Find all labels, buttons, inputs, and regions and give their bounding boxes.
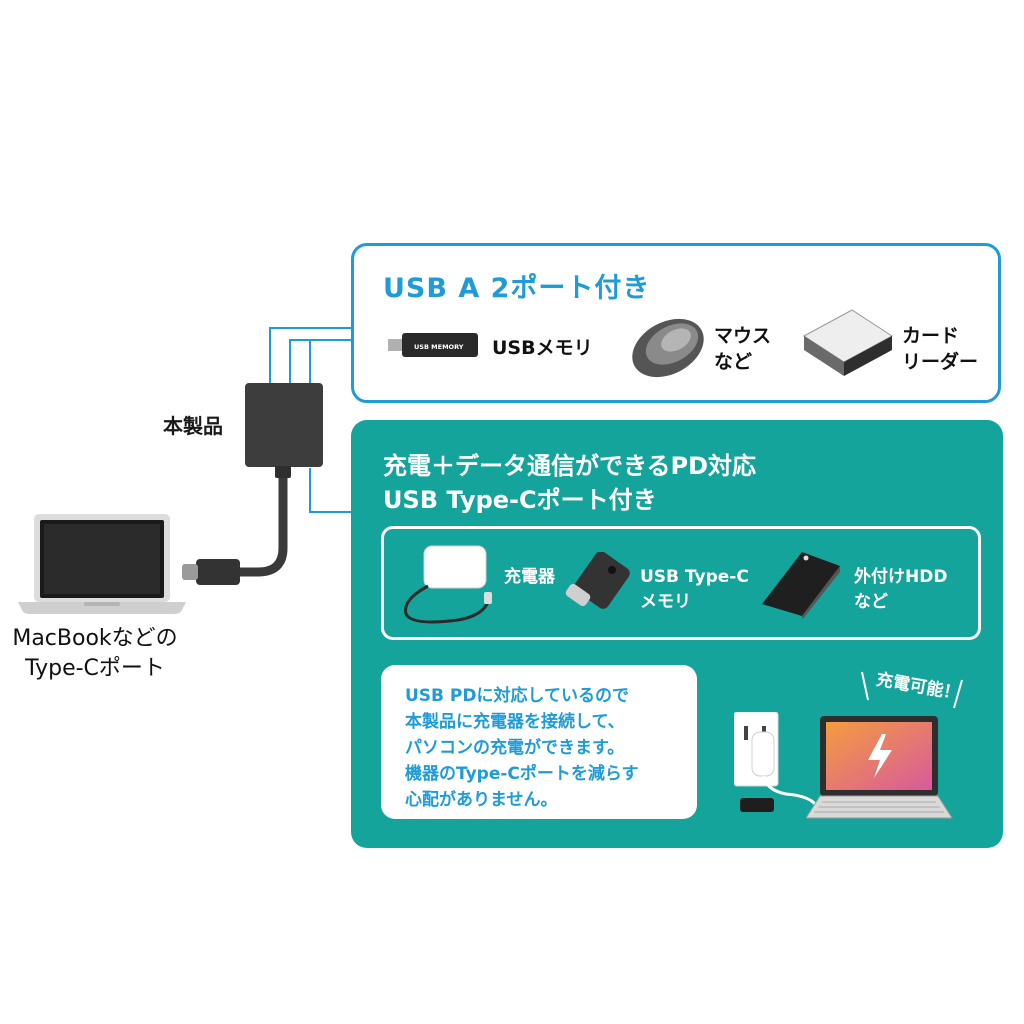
pd-title-line1: 充電＋データ通信ができるPD対応	[383, 452, 757, 480]
external-hdd-icon	[762, 552, 840, 618]
mouse-icon	[632, 318, 704, 378]
macbook-icon	[18, 514, 186, 614]
hub-device	[245, 383, 323, 467]
charger-label: 充電器	[504, 567, 555, 587]
note-line: 本製品に充電器を接続して、	[405, 712, 625, 732]
mouse-label-line1: マウス	[714, 325, 772, 347]
pd-devices-box	[381, 526, 981, 640]
type-c-plug	[196, 559, 240, 585]
card-reader-label-line2: リーダー	[902, 351, 979, 373]
mouse-label-line2: など	[714, 351, 753, 373]
type-c-memory-label-line2: メモリ	[640, 592, 691, 612]
charge-emphasis-lines	[861, 671, 963, 709]
usb-memory-label: USBメモリ	[492, 337, 593, 359]
note-line: USB PDに対応しているので	[405, 686, 629, 706]
card-reader-label-line1: カード	[902, 325, 960, 347]
note-line: 心配がありません。	[405, 790, 558, 810]
external-hdd-label-line1: 外付けHDD	[854, 567, 948, 587]
note-box: USB PDに対応しているので 本製品に充電器を接続して、 パソコンの充電ができ…	[381, 665, 697, 819]
charger-icon	[403, 545, 492, 624]
card-reader-icon	[803, 309, 893, 376]
mac-label-line2: Type-Cポート	[25, 656, 165, 681]
usb-a-title: USB A 2ポート付き	[383, 273, 651, 304]
charging-cable-icon	[740, 731, 820, 812]
pd-title-line2: USB Type-Cポート付き	[383, 486, 657, 514]
note-line: 機器のType-Cポートを減らす	[405, 764, 639, 784]
usb-memory-icon: USB MEMORY	[388, 333, 478, 357]
hub-cable-neck	[275, 466, 291, 478]
laptop-charging-icon	[806, 716, 953, 819]
lightning-icon	[868, 734, 892, 778]
mac-label-line1: MacBookなどの	[12, 626, 178, 651]
hub-label: 本製品	[163, 414, 223, 438]
type-c-memory-icon	[565, 552, 630, 609]
type-c-memory-label-line1: USB Type-C	[640, 567, 749, 587]
note-line: パソコンの充電ができます。	[405, 738, 625, 758]
svg-text:USB MEMORY: USB MEMORY	[414, 343, 464, 351]
external-hdd-label-line2: など	[854, 592, 888, 612]
type-c-plug-tip	[182, 564, 198, 580]
